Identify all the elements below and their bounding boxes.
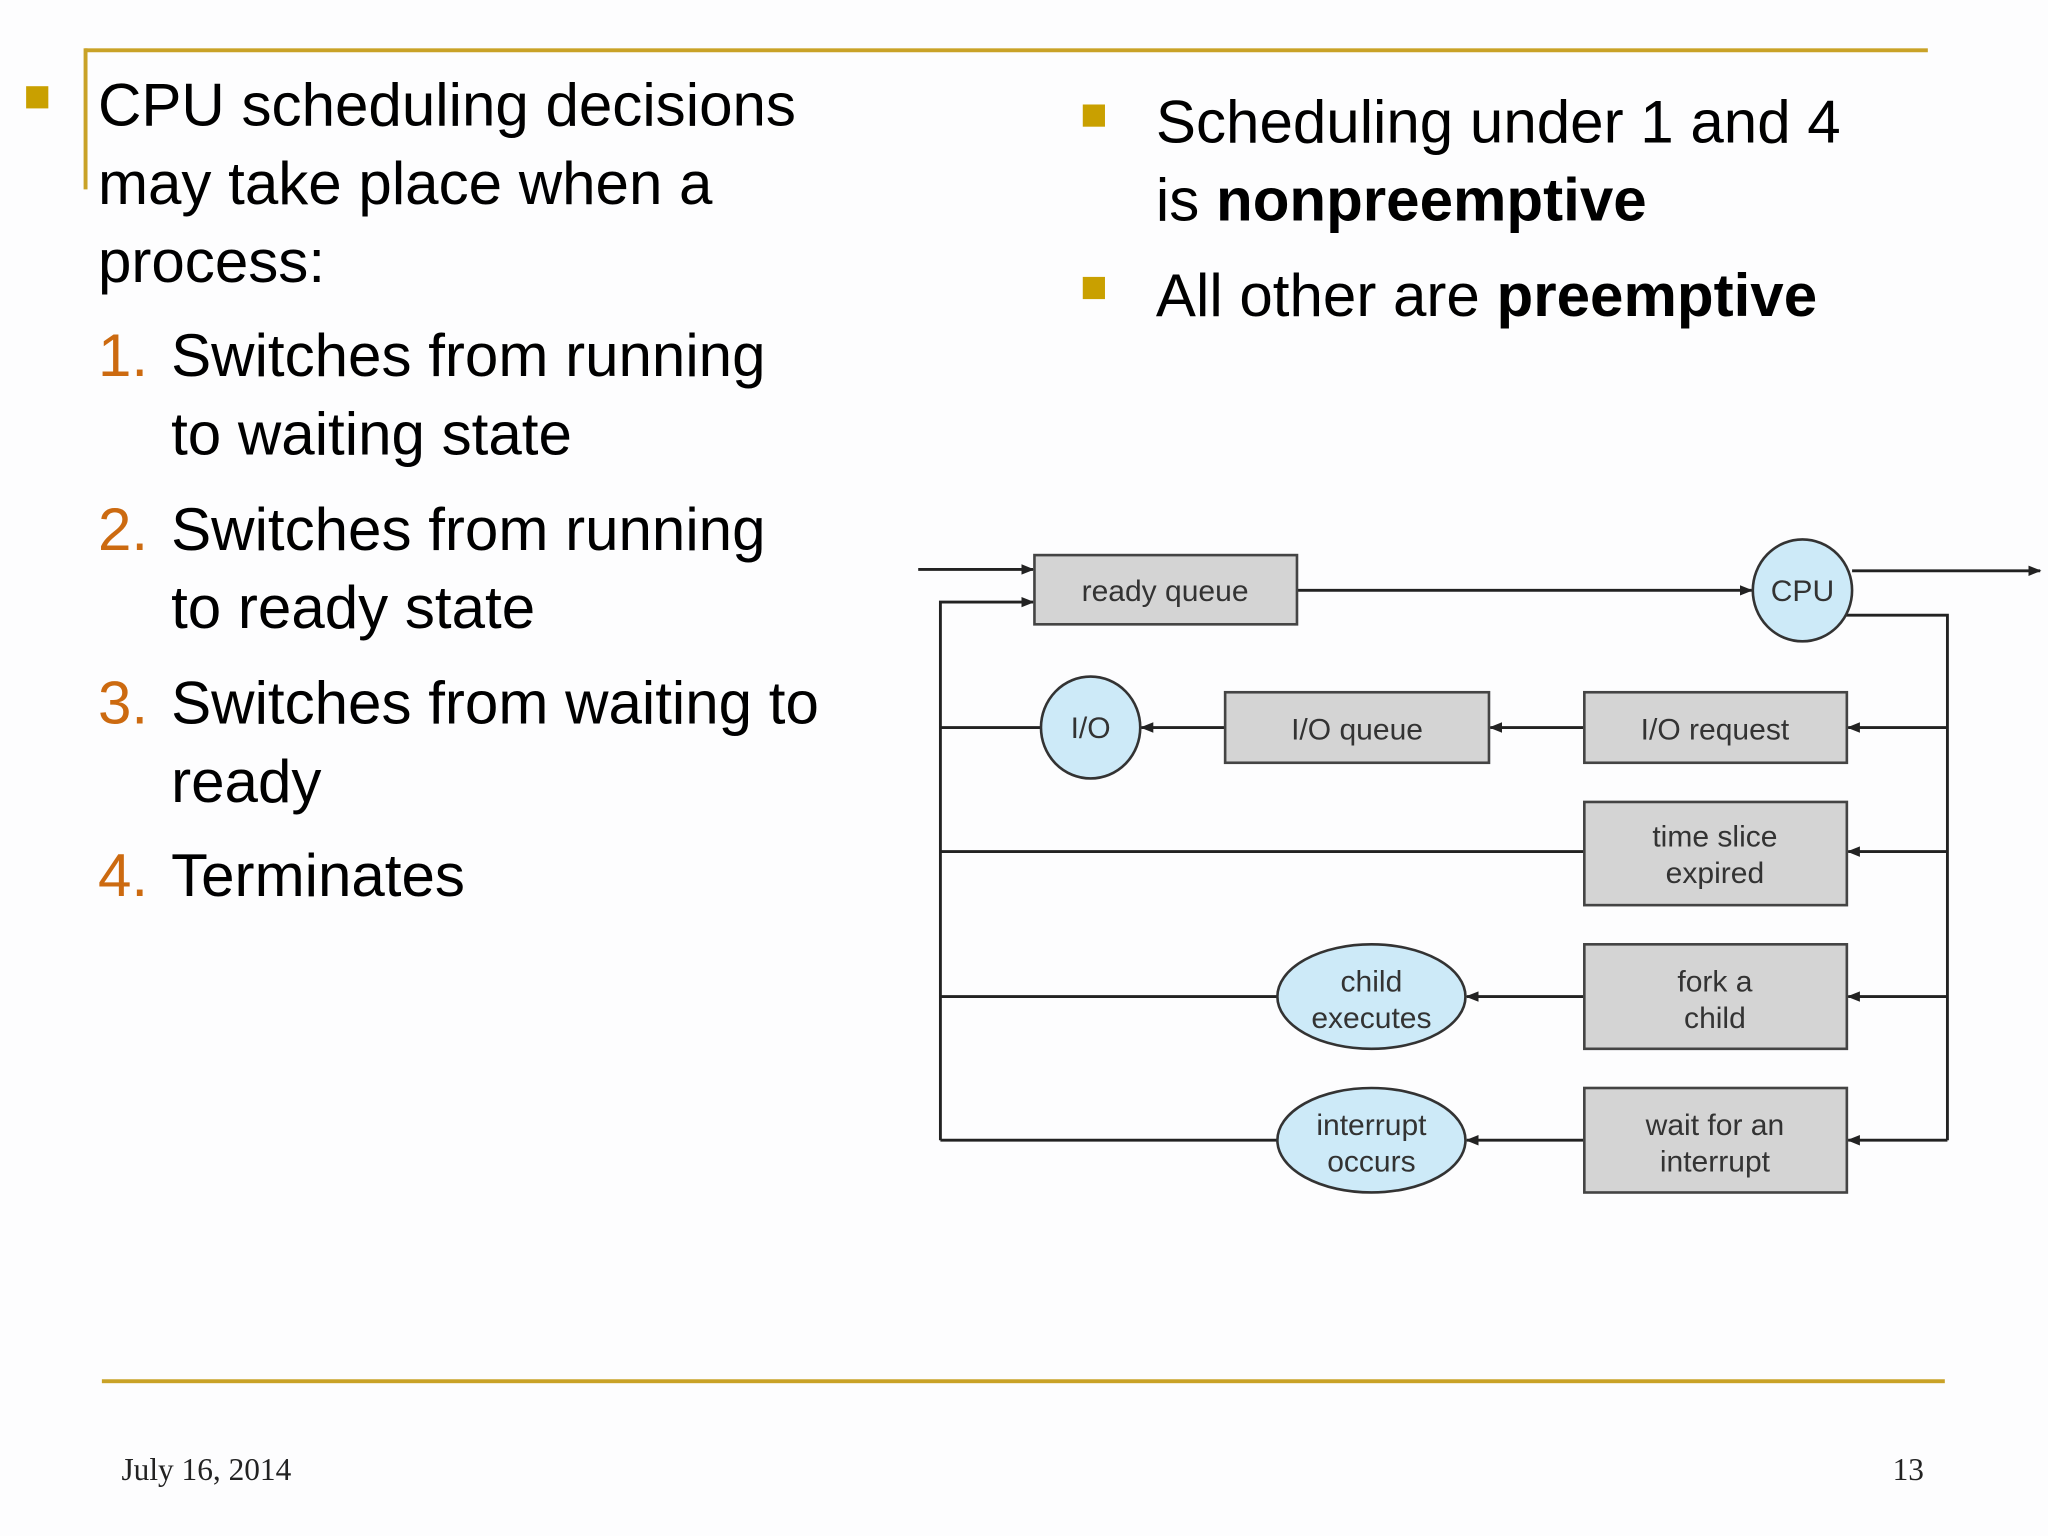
interrupt-occurs-node: [1276, 1086, 1467, 1194]
item-3-line-2: ready: [171, 747, 322, 816]
interrupt-label-1: interrupt: [1316, 1109, 1427, 1142]
item-1-number: 1.: [97, 321, 149, 390]
wait-label-1: wait for an: [1645, 1109, 1785, 1142]
wait-label-2: interrupt: [1660, 1146, 1771, 1179]
preemptive-term: preemptive: [1496, 261, 1818, 330]
return-arrow: [938, 596, 1035, 1141]
left-rule: [83, 48, 88, 190]
nonpreemptive-term: nonpreemptive: [1215, 165, 1647, 234]
time-slice-label-2: expired: [1666, 857, 1765, 890]
cpu-node: [1751, 538, 1854, 643]
item-3-number: 3.: [97, 668, 149, 737]
item-2-number: 2.: [97, 495, 149, 563]
io-queue-box: [1223, 690, 1491, 765]
item-2-line-2: to ready state: [171, 573, 536, 642]
item-3-line-1: Switches from waiting to: [171, 668, 819, 737]
footer-date: July 16, 2014: [121, 1453, 292, 1488]
top-rule: [84, 48, 1928, 53]
io-request-label: I/O request: [1641, 713, 1790, 746]
item-4-line-1: Terminates: [171, 841, 465, 910]
intro-line-2: may take place when a: [97, 148, 713, 217]
bullet-icon: [26, 86, 49, 109]
ready-queue-box: [1033, 553, 1299, 626]
right-bullet-2-prefix: All other are: [1155, 261, 1497, 330]
time-slice-box: [1583, 800, 1849, 907]
right-bullet-1-line-2: is nonpreemptive: [1156, 161, 1647, 239]
io-node: [1039, 675, 1142, 780]
interrupt-label-2: occurs: [1327, 1146, 1415, 1179]
fork-child-box: [1583, 943, 1849, 1051]
cpu-feedback-line: [1841, 613, 1949, 1141]
right-bullet-2: All other are preemptive: [1156, 256, 1817, 334]
io-label: I/O: [1071, 712, 1111, 745]
item-1-line-1: Switches from running: [171, 321, 766, 390]
right-bullet-1-prefix: is: [1155, 165, 1216, 234]
intro-line-3: process:: [97, 227, 326, 296]
child-exec-label-1: child: [1341, 965, 1403, 998]
child-exec-label-2: executes: [1311, 1002, 1431, 1035]
cpu-label: CPU: [1771, 575, 1834, 608]
bottom-rule: [101, 1379, 1945, 1384]
item-2-line-1: Switches from running: [171, 495, 766, 563]
ready-queue-label: ready queue: [1082, 575, 1249, 608]
page-number: 13: [1892, 1453, 1924, 1488]
fork-label-1: fork a: [1677, 965, 1752, 998]
io-request-box: [1583, 690, 1849, 765]
wait-interrupt-box: [1583, 1086, 1849, 1194]
time-slice-label-1: time slice: [1652, 820, 1777, 853]
item-1-line-2: to waiting state: [171, 399, 572, 468]
child-executes-node: [1276, 943, 1467, 1051]
bullet-icon: [1082, 276, 1105, 300]
right-bullet-1-line-1: Scheduling under 1 and 4: [1155, 87, 1841, 156]
item-4-number: 4.: [97, 841, 149, 910]
io-queue-label: I/O queue: [1291, 713, 1423, 746]
fork-label-2: child: [1684, 1002, 1746, 1035]
intro-line-1: CPU scheduling decisions: [97, 70, 796, 139]
bullet-icon: [1082, 104, 1105, 127]
